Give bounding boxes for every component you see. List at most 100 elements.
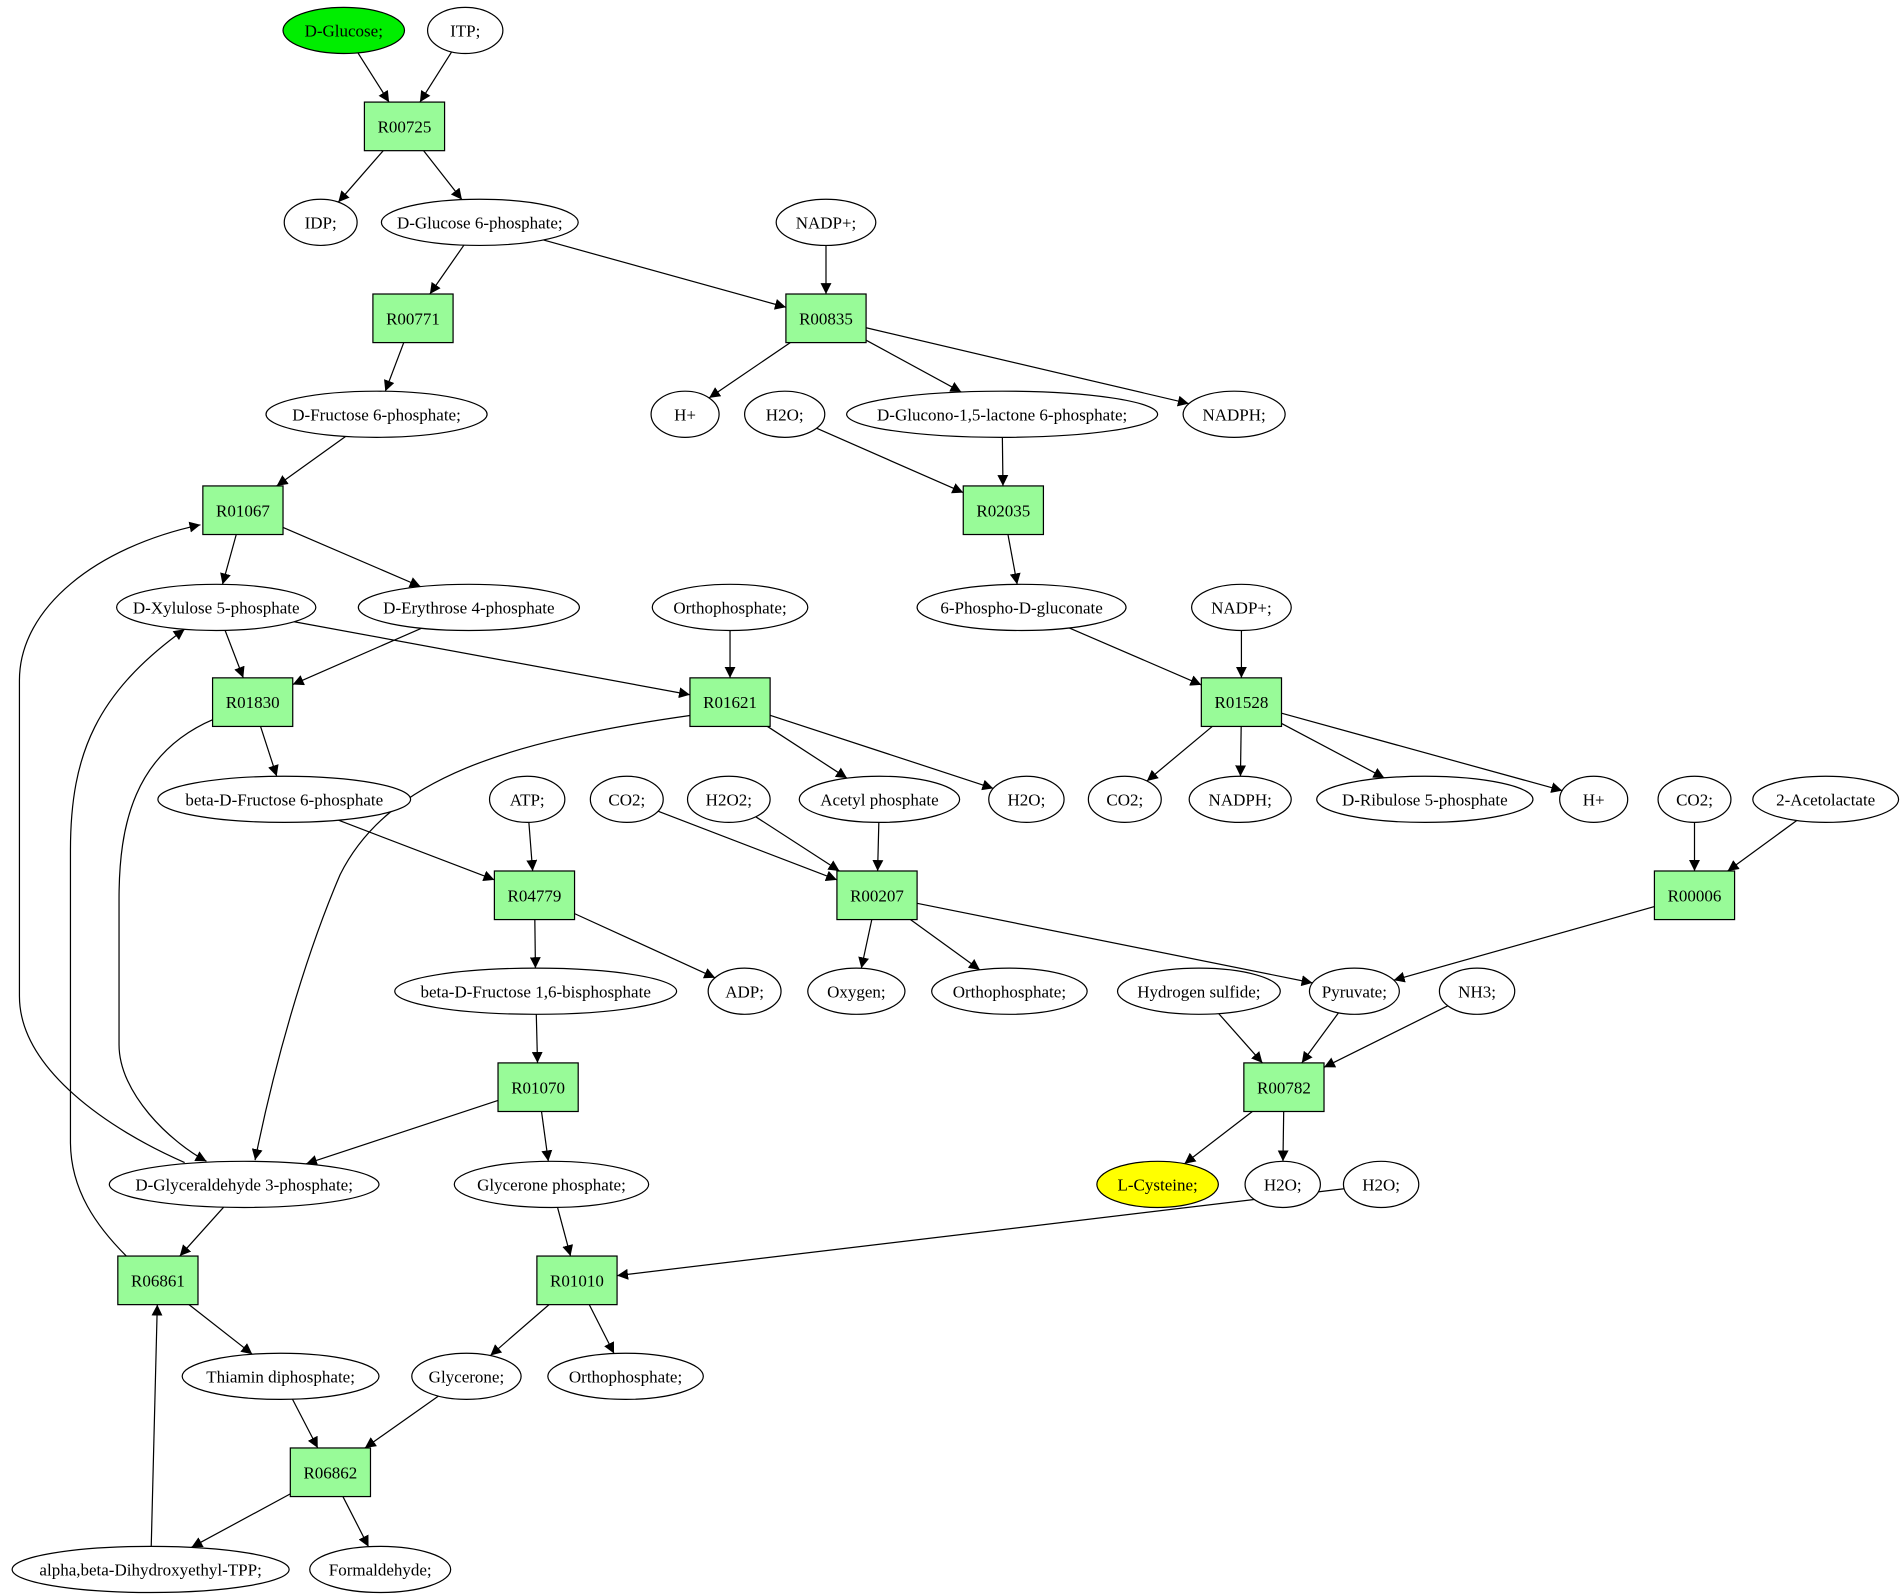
edge-R06862-to-dhetpp	[191, 1493, 291, 1548]
compound-node-h2o2[interactable]: H2O2;	[686, 775, 771, 824]
reaction-node-R00782[interactable]: R00782	[1243, 1062, 1325, 1113]
reaction-node-R06861[interactable]: R06861	[117, 1255, 199, 1306]
compound-node-pi2[interactable]: Orthophosphate;	[931, 967, 1088, 1015]
reaction-box	[1243, 1062, 1325, 1113]
reaction-node-R00006[interactable]: R00006	[1653, 870, 1736, 921]
compound-node-h2o2b[interactable]: H2O;	[988, 775, 1065, 824]
compound-node-acp[interactable]: Acetyl phosphate	[798, 775, 961, 824]
compound-label: D-Glucose;	[305, 21, 383, 40]
compound-node-pi1[interactable]: Orthophosphate;	[651, 583, 809, 632]
edge-dhap-to-R01010	[556, 1207, 573, 1257]
compound-label: Oxygen;	[827, 982, 886, 1001]
reaction-box	[836, 870, 918, 921]
edge-h2o2-to-R00207	[755, 816, 840, 872]
compound-node-gap[interactable]: D-Glyceraldehyde 3-phosphate;	[108, 1160, 380, 1209]
reaction-node-R01528[interactable]: R01528	[1200, 677, 1283, 728]
compound-node-xu5p[interactable]: D-Xylulose 5-phosphate	[116, 583, 317, 632]
compound-node-dhetpp[interactable]: alpha,beta-Dihydroxyethyl-TPP;	[11, 1545, 290, 1594]
compound-ellipse	[116, 583, 317, 632]
compound-node-bf6p[interactable]: beta-D-Fructose 6-phosphate	[157, 775, 412, 824]
compound-node-h2o4[interactable]: H2O;	[1342, 1160, 1420, 1209]
edge-bfbp-to-R01070	[531, 1014, 543, 1063]
compound-ellipse	[1559, 775, 1629, 824]
compound-node-nadph2[interactable]: NADPH;	[1188, 775, 1292, 824]
compound-node-hplus1[interactable]: H+	[650, 390, 720, 438]
compound-node-adp[interactable]: ADP;	[707, 967, 782, 1015]
compound-node-formaldehyde[interactable]: Formaldehyde;	[309, 1545, 452, 1594]
compound-ellipse	[707, 967, 782, 1015]
compound-ellipse	[283, 198, 358, 247]
compound-node-acetolactate[interactable]: 2-Acetolactate	[1752, 775, 1900, 824]
compound-node-tpp[interactable]: Thiamin diphosphate;	[181, 1352, 380, 1400]
compound-ellipse	[651, 583, 809, 632]
compound-node-idp[interactable]: IDP;	[283, 198, 358, 247]
compound-node-oxygen[interactable]: Oxygen;	[807, 967, 906, 1015]
compound-ellipse	[1438, 967, 1516, 1015]
compound-node-g6p[interactable]: D-Glucose 6-phosphate;	[380, 198, 579, 247]
compound-node-nh3[interactable]: NH3;	[1438, 967, 1516, 1015]
compound-node-h2s[interactable]: Hydrogen sulfide;	[1116, 967, 1281, 1015]
reaction-node-R01010[interactable]: R01010	[536, 1255, 618, 1306]
compound-ellipse	[1191, 583, 1292, 632]
reaction-node-R02035[interactable]: R02035	[962, 485, 1045, 536]
compound-label: CO2;	[608, 790, 645, 809]
edge-xu5p-to-R01621	[294, 621, 691, 699]
compound-node-f6p[interactable]: D-Fructose 6-phosphate;	[265, 390, 488, 438]
reaction-node-R01067[interactable]: R01067	[202, 485, 284, 536]
reaction-node-R00207[interactable]: R00207	[836, 870, 918, 921]
reaction-node-R04779[interactable]: R04779	[493, 870, 576, 921]
compound-node-nadp2[interactable]: NADP+;	[1191, 583, 1292, 632]
edge-gap-to-R06861	[179, 1206, 225, 1257]
compound-node-pyruvate[interactable]: Pyruvate;	[1308, 967, 1400, 1015]
compound-ellipse	[798, 775, 961, 824]
compound-node-nadph1[interactable]: NADPH;	[1182, 390, 1286, 438]
edge-acetolactate-to-R00006	[1727, 819, 1798, 872]
compound-label: NADPH;	[1209, 790, 1272, 809]
compound-label: NH3;	[1458, 982, 1496, 1001]
compound-label: Glycerone;	[429, 1367, 505, 1386]
compound-node-itp[interactable]: ITP;	[426, 6, 504, 55]
compound-node-pgluconate[interactable]: 6-Phospho-D-gluconate	[916, 583, 1127, 632]
compound-node-hplus2[interactable]: H+	[1559, 775, 1629, 824]
edge-R01621-to-gap	[251, 714, 691, 1161]
reaction-node-R00725[interactable]: R00725	[363, 101, 446, 152]
compound-node-glycerone[interactable]: Glycerone;	[411, 1352, 522, 1400]
reaction-box	[363, 101, 446, 152]
edge-f6p-to-R01067	[276, 435, 347, 487]
compound-node-co2a[interactable]: CO2;	[589, 775, 664, 824]
compound-node-e4p[interactable]: D-Erythrose 4-phosphate	[357, 583, 581, 632]
edge-atp-to-R04779	[526, 822, 538, 872]
reaction-box	[536, 1255, 618, 1306]
reaction-node-R06862[interactable]: R06862	[289, 1447, 372, 1498]
compound-node-co2b[interactable]: CO2;	[1087, 775, 1162, 824]
edge-co2a-to-R00207	[657, 810, 838, 882]
compound-ellipse	[775, 198, 877, 247]
edge-R01010-to-pi3	[588, 1304, 615, 1354]
reaction-node-R00835[interactable]: R00835	[785, 293, 867, 344]
edge-R00835-to-glucono	[865, 339, 962, 393]
edge-glucono-to-R02035	[997, 437, 1009, 486]
compound-node-h2o3[interactable]: H2O;	[1244, 1160, 1321, 1209]
compound-label: H+	[1583, 790, 1605, 809]
compound-node-dhap[interactable]: Glycerone phosphate;	[453, 1160, 650, 1209]
reaction-node-R01621[interactable]: R01621	[689, 677, 771, 728]
reaction-node-R00771[interactable]: R00771	[372, 293, 454, 344]
compound-node-glucono[interactable]: D-Glucono-1,5-lactone 6-phosphate;	[846, 390, 1159, 438]
compound-label: Orthophosphate;	[569, 1367, 682, 1386]
compound-node-h2o1[interactable]: H2O;	[744, 390, 826, 438]
reaction-node-R01830[interactable]: R01830	[211, 677, 294, 728]
reaction-node-R01070[interactable]: R01070	[497, 1062, 579, 1113]
compound-node-nadp1[interactable]: NADP+;	[775, 198, 877, 247]
compound-node-pi3[interactable]: Orthophosphate;	[547, 1352, 704, 1400]
compound-node-co2c[interactable]: CO2;	[1657, 775, 1732, 824]
reaction-box	[117, 1255, 199, 1306]
compound-ellipse	[426, 6, 504, 55]
compound-ellipse	[357, 583, 581, 632]
compound-node-atp[interactable]: ATP;	[488, 775, 566, 824]
compound-node-glucose[interactable]: D-Glucose;	[282, 6, 406, 55]
compound-node-ru5p[interactable]: D-Ribulose 5-phosphate	[1316, 775, 1534, 824]
reaction-label: R00725	[378, 117, 432, 136]
compound-label: D-Ribulose 5-phosphate	[1342, 790, 1508, 809]
compound-node-bfbp[interactable]: beta-D-Fructose 1,6-bisphosphate	[394, 967, 678, 1015]
compound-node-cysteine[interactable]: L-Cysteine;	[1096, 1160, 1219, 1209]
